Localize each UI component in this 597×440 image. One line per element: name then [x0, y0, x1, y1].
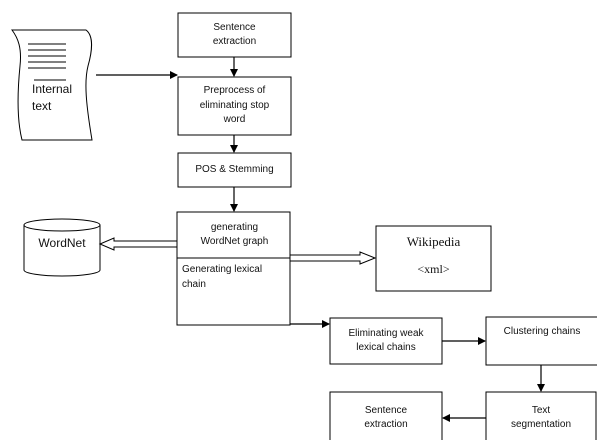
label-line: Internal: [32, 82, 73, 97]
hollow-arrow-to-wikipedia: [289, 251, 377, 265]
preprocess-box: [177, 76, 292, 136]
wikipedia-box: [375, 225, 492, 292]
label-line: <xml>: [417, 262, 450, 277]
clustering-chains-label: Clustering chains: [486, 317, 597, 347]
label-line: segmentation: [510, 419, 572, 430]
wordnet-database: [23, 218, 101, 277]
sentence-extraction-label-top: Sentence extraction: [178, 13, 291, 57]
eliminating-weak-label: Eliminating weak lexical chains: [330, 318, 442, 364]
label-line: WordNet graph: [200, 236, 269, 247]
wordnet-label: WordNet: [24, 228, 100, 260]
text-segmentation-box: [485, 391, 597, 440]
label-line: Eliminating weak: [348, 327, 424, 339]
wordnet-graph-box: [176, 211, 291, 326]
label-line: POS & Stemming: [195, 163, 274, 175]
internal-text-label: Internal text: [32, 78, 92, 118]
label-line: Wikipedia: [406, 233, 461, 249]
label-line: Sentence: [364, 404, 408, 416]
label-line: Generating lexical: [182, 264, 263, 275]
label-line: Text: [531, 404, 551, 416]
label-line: WordNet: [38, 236, 86, 251]
preprocess-label: Preprocess of eliminating stop word: [178, 77, 291, 135]
label-line: text: [32, 99, 52, 113]
sentence-extraction-label-bottom: Sentence extraction: [330, 396, 442, 440]
document-lines: [28, 43, 66, 81]
text-segmentation-label: Text segmentation: [486, 396, 596, 440]
label-line: Clustering chains: [503, 325, 581, 337]
generating-chain-label: Generating lexical chain: [182, 263, 294, 297]
label-line: extraction: [212, 36, 257, 47]
label-line: Preprocess of: [203, 85, 266, 97]
wikipedia-label: Wikipedia: [376, 230, 491, 254]
internal-text-document: [11, 29, 93, 141]
wikipedia-format-label: <xml>: [376, 258, 491, 282]
label-line: extraction: [364, 419, 408, 430]
label-line: chain: [182, 278, 206, 290]
label-line: generating: [210, 221, 259, 233]
label-line: lexical chains: [356, 342, 416, 353]
label-line: word: [223, 114, 246, 126]
label-line: Sentence: [213, 21, 256, 33]
pos-stemming-label: POS & Stemming: [178, 153, 291, 187]
label-line: eliminating stop: [199, 99, 270, 111]
pos-stemming-box: [177, 152, 292, 188]
hollow-arrow-to-wordnet: [98, 237, 178, 251]
clustering-chains-box: [485, 316, 597, 366]
